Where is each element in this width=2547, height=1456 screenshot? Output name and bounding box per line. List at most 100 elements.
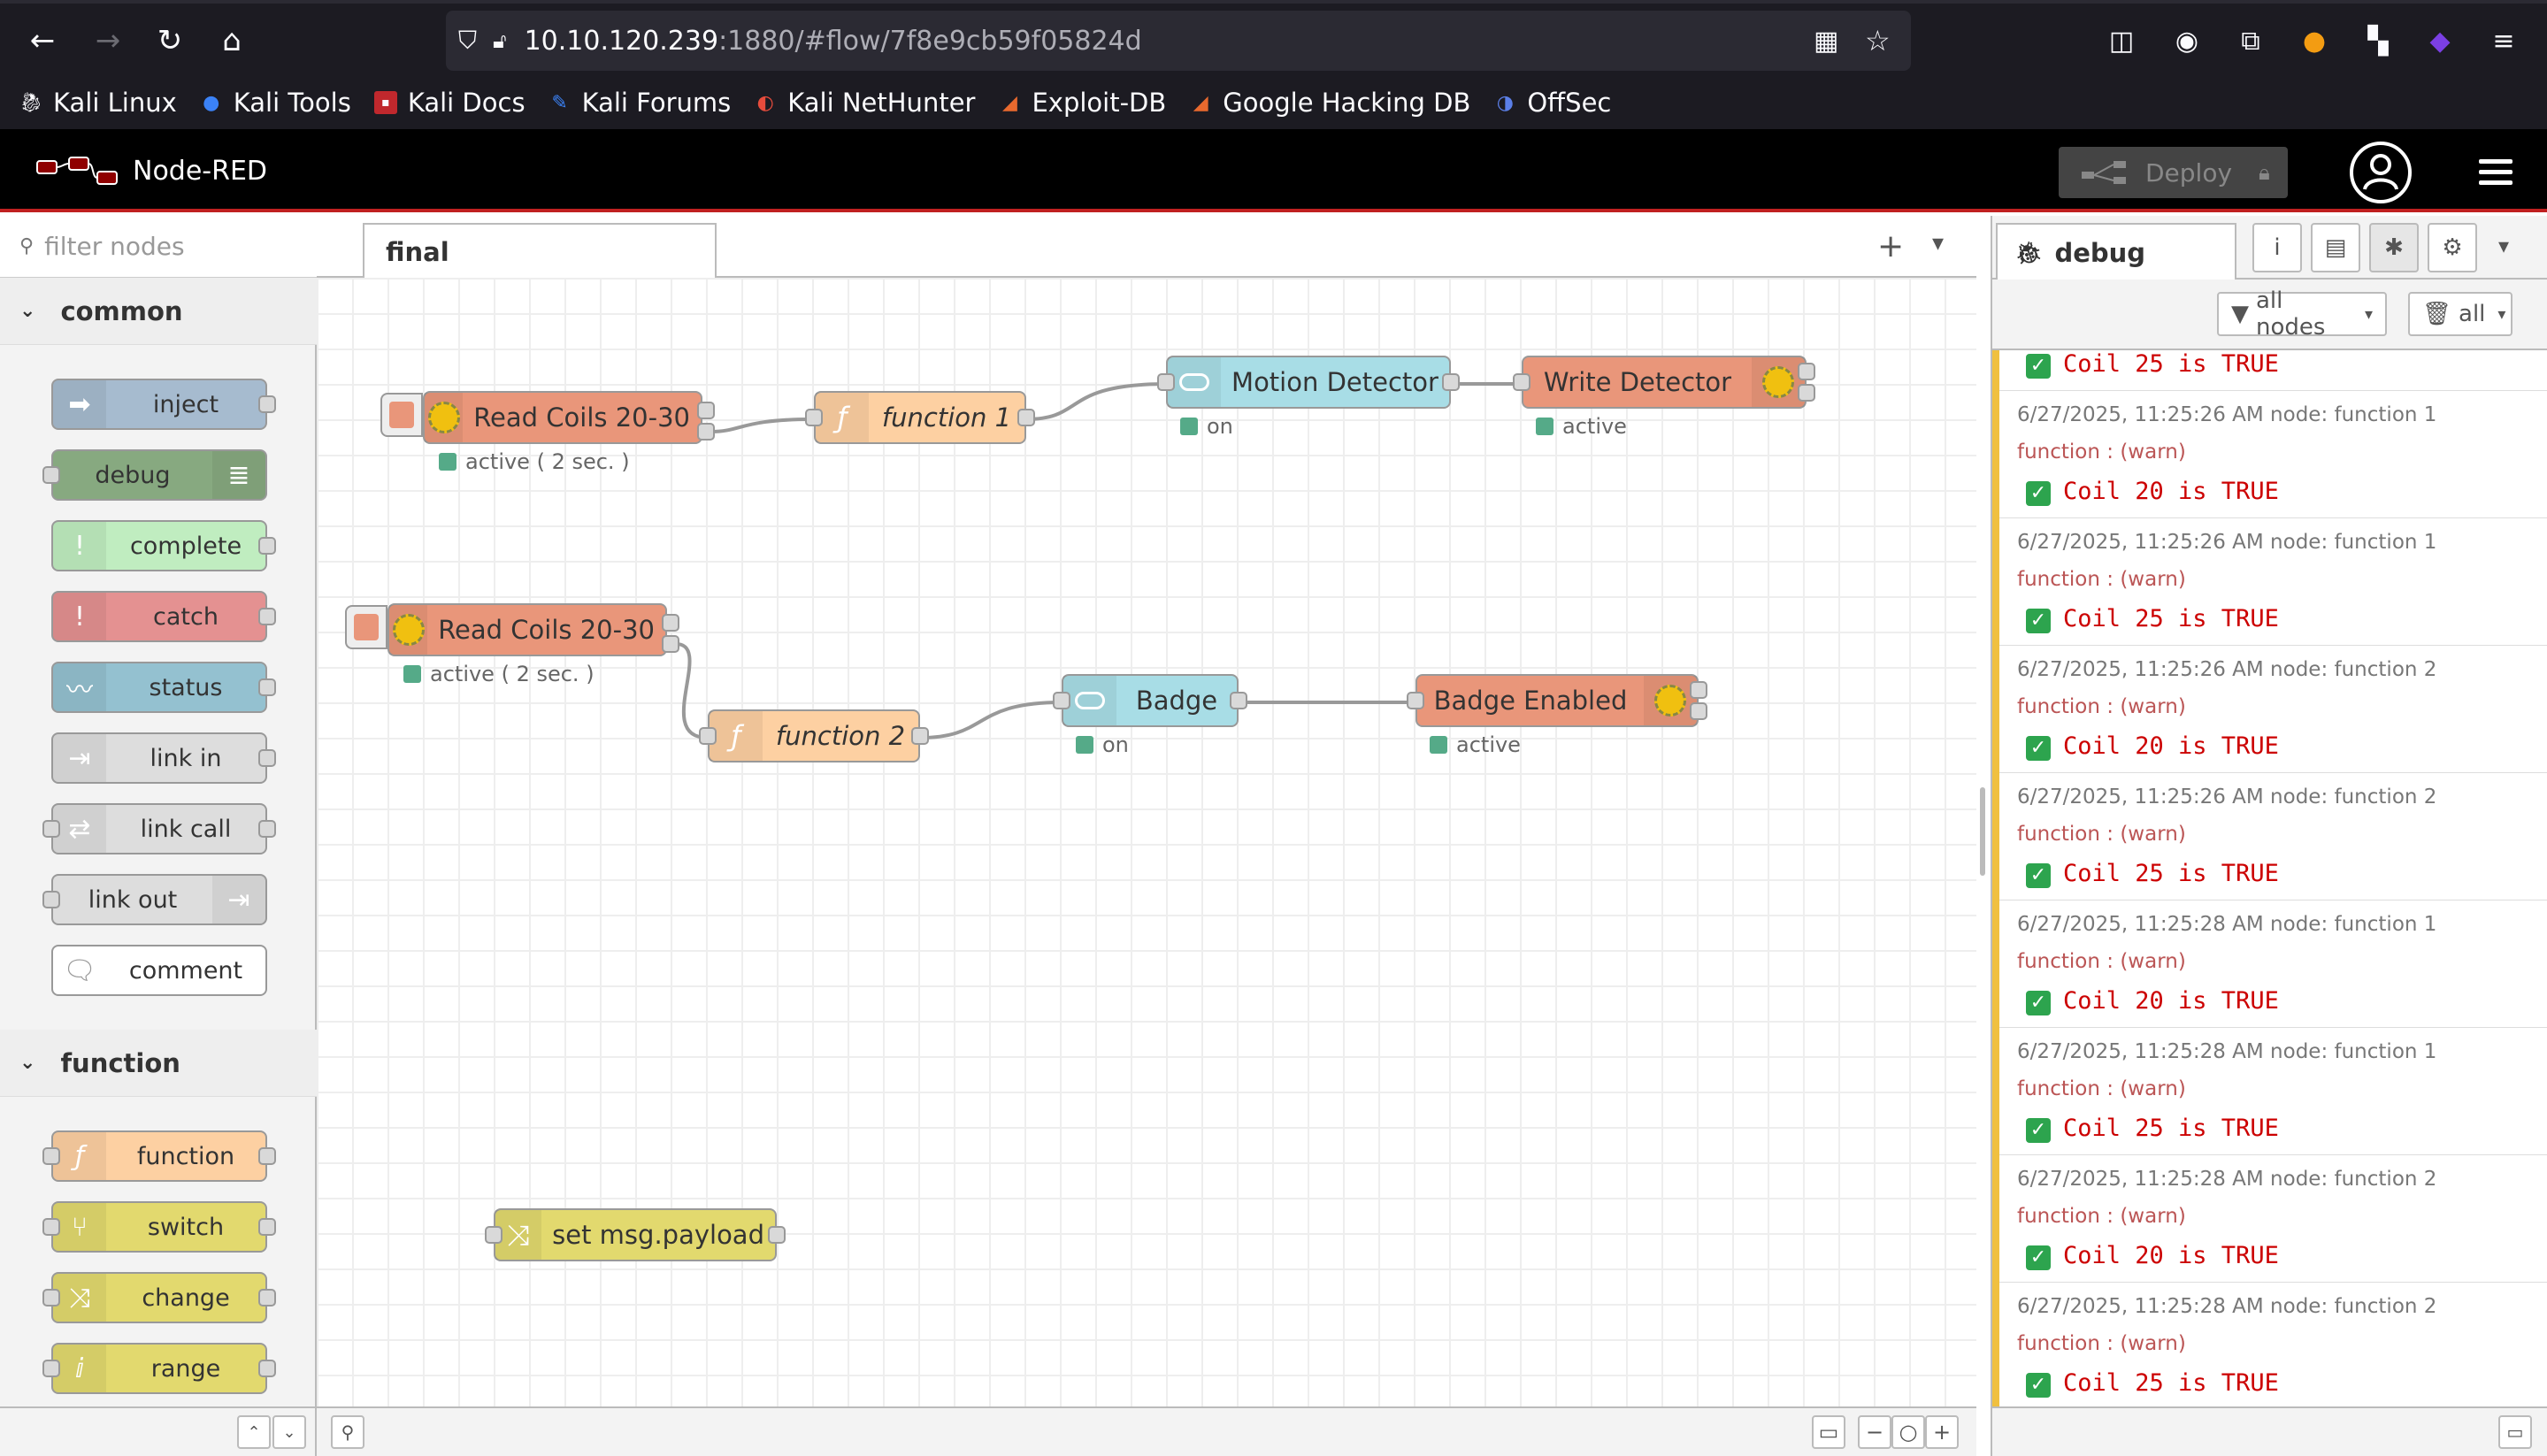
home-icon[interactable]: ⌂ bbox=[222, 23, 242, 58]
node-read-coils-2[interactable]: Read Coils 20-30 bbox=[387, 603, 667, 656]
category-function[interactable]: ⌄function bbox=[0, 1030, 317, 1097]
deploy-label: Deploy bbox=[2145, 157, 2233, 188]
category-common[interactable]: ⌄common bbox=[0, 278, 317, 345]
node-set-msg-payload[interactable]: ⤨set msg.payload bbox=[494, 1208, 777, 1261]
pocket-icon[interactable]: ◫ bbox=[2108, 25, 2135, 57]
palette-node-comment[interactable]: 🗨︎comment bbox=[51, 945, 267, 996]
open-window-icon[interactable]: ▭ bbox=[2498, 1415, 2532, 1449]
shuffle-icon: ⤨ bbox=[53, 1274, 106, 1322]
chevron-down-icon: ▾ bbox=[2497, 304, 2506, 324]
palette-node-link-out[interactable]: link out⇥ bbox=[51, 874, 267, 925]
palette-node-complete[interactable]: !complete bbox=[51, 520, 267, 571]
palette-node-status[interactable]: 〰status bbox=[51, 662, 267, 713]
info-icon[interactable]: i bbox=[2252, 223, 2302, 272]
apps-extension-icon[interactable]: ▚ bbox=[2367, 25, 2389, 57]
bookmark-star-icon[interactable]: ☆ bbox=[1865, 24, 1891, 57]
extensions-icon[interactable]: ⧉ bbox=[2241, 25, 2260, 57]
back-icon[interactable]: ← bbox=[29, 23, 56, 58]
comment-icon: 🗨︎ bbox=[62, 954, 97, 986]
node-red-logo-icon bbox=[36, 157, 118, 185]
node-badge[interactable]: Badge bbox=[1062, 674, 1239, 727]
bookmark-offsec[interactable]: ◑OffSec bbox=[1493, 88, 1612, 118]
search-flows-icon[interactable]: ⚲ bbox=[331, 1415, 364, 1449]
status-read-coils-1: active ( 2 sec. ) bbox=[439, 449, 630, 474]
deploy-icon bbox=[2082, 161, 2126, 184]
zoom-out-icon[interactable]: − bbox=[1858, 1415, 1891, 1449]
debug-topic: function : (warn) bbox=[2017, 1205, 2186, 1228]
node-motion-detector[interactable]: Motion Detector bbox=[1166, 356, 1451, 409]
palette-node-debug[interactable]: debug≣ bbox=[51, 449, 267, 501]
stack-extension-icon[interactable]: ◆ bbox=[2429, 25, 2451, 57]
deploy-button[interactable]: Deploy 🔒︎ bbox=[2059, 147, 2288, 198]
shuffle-icon: ⤨ bbox=[495, 1210, 542, 1260]
bookmark-kali-tools[interactable]: ●Kali Tools bbox=[200, 88, 351, 118]
palette-node-inject[interactable]: ➡inject bbox=[51, 379, 267, 430]
bookmark-kali-forums[interactable]: ✎Kali Forums bbox=[549, 88, 731, 118]
sidebar: 🐞︎debug i ▤ ✱ ⚙ ▾ ▼all nodes▾ 🗑︎all▾ ✓Co… bbox=[1991, 216, 2547, 1456]
chevron-down-icon: ⌄ bbox=[19, 1052, 36, 1074]
main-menu-button[interactable] bbox=[2479, 159, 2512, 186]
url-bar[interactable]: ⛉ 🔓︎ 10.10.120.239:1880/#flow/7f8e9cb59f… bbox=[446, 11, 1911, 71]
filter-nodes-input[interactable]: ⚲ filter nodes bbox=[0, 216, 317, 278]
tab-final[interactable]: final bbox=[363, 223, 717, 280]
navigator-map-icon[interactable]: ▭ bbox=[1812, 1415, 1845, 1449]
bookmark-google-hacking-db[interactable]: ◢Google Hacking DB bbox=[1189, 88, 1471, 118]
clear-messages-select[interactable]: 🗑︎all▾ bbox=[2408, 292, 2512, 336]
palette-node-change[interactable]: ⤨change bbox=[51, 1272, 267, 1323]
sidebar-menu-chevron-icon[interactable]: ▾ bbox=[2498, 234, 2510, 258]
node-palette: ⚲ filter nodes ⌄common ➡inject debug≣ !c… bbox=[0, 216, 317, 1406]
palette-node-link-call[interactable]: ⇄link call bbox=[51, 803, 267, 854]
user-menu-button[interactable] bbox=[2350, 142, 2412, 203]
add-flow-icon[interactable]: + bbox=[1877, 228, 1905, 264]
node-read-coils-1[interactable]: Read Coils 20-30 bbox=[423, 391, 702, 444]
expand-all-icon[interactable]: ⌄ bbox=[272, 1415, 306, 1449]
debug-meta: 6/27/2025, 11:25:28 AM node: function 1 bbox=[2017, 913, 2437, 936]
reload-icon[interactable]: ↻ bbox=[157, 23, 183, 58]
cookie-extension-icon[interactable]: ● bbox=[2302, 25, 2327, 57]
filter-nodes-select[interactable]: ▼all nodes▾ bbox=[2217, 287, 2387, 341]
bookmark-kali-nethunter[interactable]: ◐Kali NetHunter bbox=[754, 88, 976, 118]
pulse-icon: 〰 bbox=[53, 663, 106, 711]
flow-wires bbox=[675, 382, 1522, 739]
config-gear-icon[interactable]: ⚙ bbox=[2428, 223, 2477, 272]
bookmark-exploit-db[interactable]: ◢Exploit-DB bbox=[998, 88, 1166, 118]
palette-node-link-in[interactable]: ⇥link in bbox=[51, 732, 267, 784]
palette-node-catch[interactable]: !catch bbox=[51, 591, 267, 642]
lock-icon[interactable]: 🔓︎ bbox=[493, 28, 507, 53]
collapse-all-icon[interactable]: ⌃ bbox=[237, 1415, 271, 1449]
node-write-detector[interactable]: Write Detector bbox=[1522, 356, 1807, 409]
port bbox=[42, 891, 60, 908]
port bbox=[1157, 373, 1175, 391]
offsec-icon: ◑ bbox=[1496, 91, 1514, 114]
palette-node-switch[interactable]: ⑂switch bbox=[51, 1201, 267, 1253]
inject-trigger-button[interactable] bbox=[345, 605, 387, 649]
bookmarks-bar: 🐉︎Kali Linux ●Kali Tools ▪Kali Docs ✎Kal… bbox=[0, 80, 2547, 126]
inject-trigger-button[interactable] bbox=[380, 393, 423, 437]
bookmark-kali-docs[interactable]: ▪Kali Docs bbox=[373, 88, 526, 118]
url-host: 10.10.120.239 bbox=[524, 25, 719, 57]
inject-icon: ➡ bbox=[53, 380, 106, 428]
browser-menu-icon[interactable]: ≡ bbox=[2492, 25, 2515, 57]
check-icon: ✓ bbox=[2026, 1373, 2051, 1398]
tab-debug[interactable]: 🐞︎debug bbox=[1996, 223, 2236, 281]
qr-code-icon[interactable]: ▦ bbox=[1814, 25, 1839, 57]
node-badge-enabled[interactable]: Badge Enabled bbox=[1415, 674, 1699, 727]
flow-list-chevron-icon[interactable]: ▾ bbox=[1932, 230, 1945, 257]
forward-icon[interactable]: → bbox=[95, 23, 121, 58]
account-icon[interactable]: ◉ bbox=[2175, 25, 2199, 57]
debug-message-list[interactable]: ✓Coil 25 is TRUE 6/27/2025, 11:25:26 AM … bbox=[1992, 350, 2547, 1406]
debug-meta: 6/27/2025, 11:25:28 AM node: function 1 bbox=[2017, 1040, 2437, 1063]
help-book-icon[interactable]: ▤ bbox=[2311, 223, 2360, 272]
debug-bug-icon[interactable]: ✱ bbox=[2369, 223, 2419, 272]
zoom-in-icon[interactable]: + bbox=[1925, 1415, 1959, 1449]
bookmark-kali-linux[interactable]: 🐉︎Kali Linux bbox=[19, 88, 177, 118]
zoom-reset-icon[interactable]: ○ bbox=[1891, 1415, 1925, 1449]
shield-icon[interactable]: ⛉ bbox=[458, 26, 478, 55]
status-read-coils-2: active ( 2 sec. ) bbox=[403, 662, 595, 686]
sidebar-resize-handle[interactable] bbox=[1980, 787, 1985, 876]
